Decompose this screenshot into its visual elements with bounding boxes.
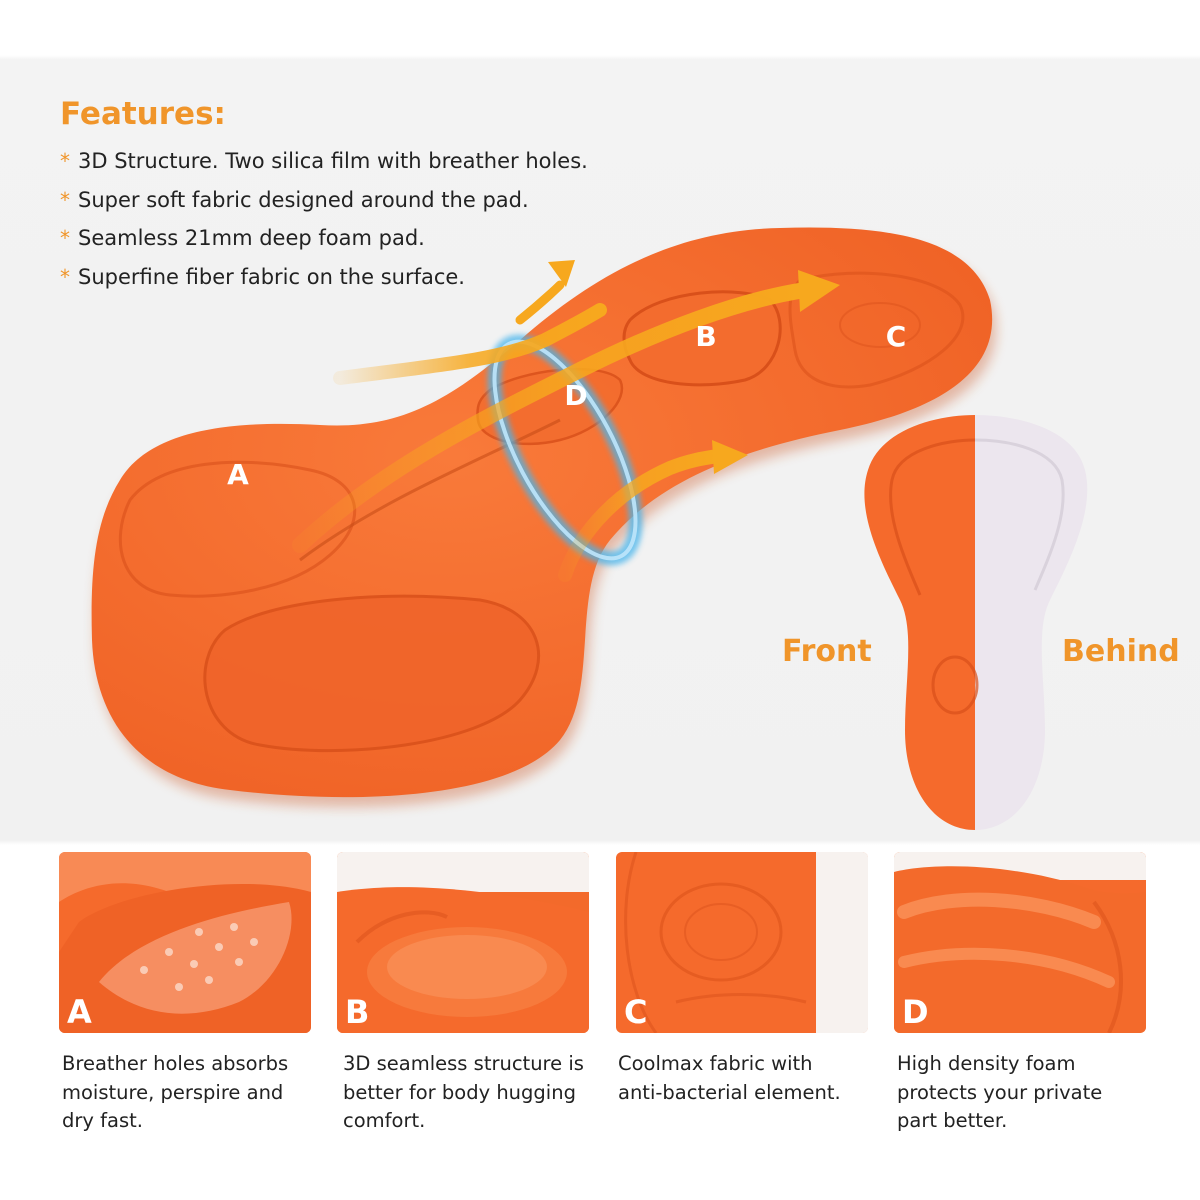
zone-b-bump: [622, 290, 782, 387]
front-behind-pad: [864, 415, 1088, 830]
detail-caption-b: 3D seamless structure is better for body…: [343, 1052, 584, 1132]
front-bump: [931, 655, 979, 715]
feature-text: Superfine fiber fabric on the surface.: [78, 264, 465, 289]
feature-item: * Super soft fabric designed around the p…: [60, 181, 588, 220]
bullet-star-icon: *: [60, 264, 70, 289]
behind-half: [975, 415, 1088, 830]
front-half: [864, 415, 975, 830]
detail-panel-b: B: [337, 852, 589, 1033]
zone-c-ring: [839, 302, 921, 348]
behind-label: Behind: [1062, 634, 1180, 669]
airflow-arrow-top: [333, 303, 607, 385]
detail-caption-c: Coolmax fabric with anti-bacterial eleme…: [618, 1052, 841, 1104]
coolmax-fabric-closeup: [616, 852, 868, 1033]
detail-panel-c: C: [616, 852, 868, 1033]
feature-text: 3D Structure. Two silica film with breat…: [78, 149, 588, 174]
pad-label-b: B: [695, 320, 716, 353]
front-label: Front: [782, 634, 872, 669]
detail-letter-d: D: [902, 993, 929, 1031]
detail-letter-b: B: [345, 993, 370, 1031]
detail-letter-c: C: [624, 993, 648, 1031]
pad-label-d: D: [564, 379, 587, 412]
cooling-ring-highlight-icon: [492, 339, 638, 561]
detail-panel-a: A: [59, 852, 311, 1033]
detail-panel-d: D: [894, 852, 1146, 1033]
zone-a-outline: [118, 460, 357, 598]
feature-item: * 3D Structure. Two silica film with brea…: [60, 142, 588, 181]
detail-letter-a: A: [67, 993, 92, 1031]
feature-text: Seamless 21mm deep foam pad.: [78, 226, 425, 251]
breather-holes-closeup: [59, 852, 311, 1033]
feature-item: * Seamless 21mm deep foam pad.: [60, 219, 588, 258]
feature-text: Super soft fabric designed around the pa…: [78, 187, 529, 212]
3d-structure-closeup: [337, 852, 589, 1033]
airflow-arrow-up: [515, 280, 565, 325]
pad-label-a: A: [227, 458, 249, 491]
pad-label-c: C: [886, 320, 907, 353]
feature-item: * Superfine fiber fabric on the surface.: [60, 258, 588, 297]
high-density-foam-closeup: [894, 852, 1146, 1033]
features-title: Features:: [60, 96, 226, 132]
features-list: * 3D Structure. Two silica film with brea…: [60, 142, 588, 296]
zone-lower-outline: [203, 594, 540, 753]
airflow-arrow-main: [292, 282, 813, 553]
zone-c-outline: [788, 271, 965, 389]
behind-contour: [974, 438, 1065, 591]
bullet-star-icon: *: [60, 187, 70, 212]
front-contour: [889, 438, 976, 596]
bullet-star-icon: *: [60, 226, 70, 251]
arrow-head-lower-icon: [712, 440, 748, 474]
center-channel: [299, 418, 561, 562]
airflow-arrow-lower: [558, 449, 725, 582]
detail-caption-a: Breather holes absorbs moisture, perspir…: [62, 1052, 289, 1132]
detail-caption-d: High density foam protects your private …: [897, 1052, 1103, 1132]
bullet-star-icon: *: [60, 149, 70, 174]
arrow-head-main-icon: [798, 270, 840, 312]
arrow-head-up-icon: [548, 260, 575, 287]
chamois-pad-illustration: A B C D: [91, 227, 1088, 830]
